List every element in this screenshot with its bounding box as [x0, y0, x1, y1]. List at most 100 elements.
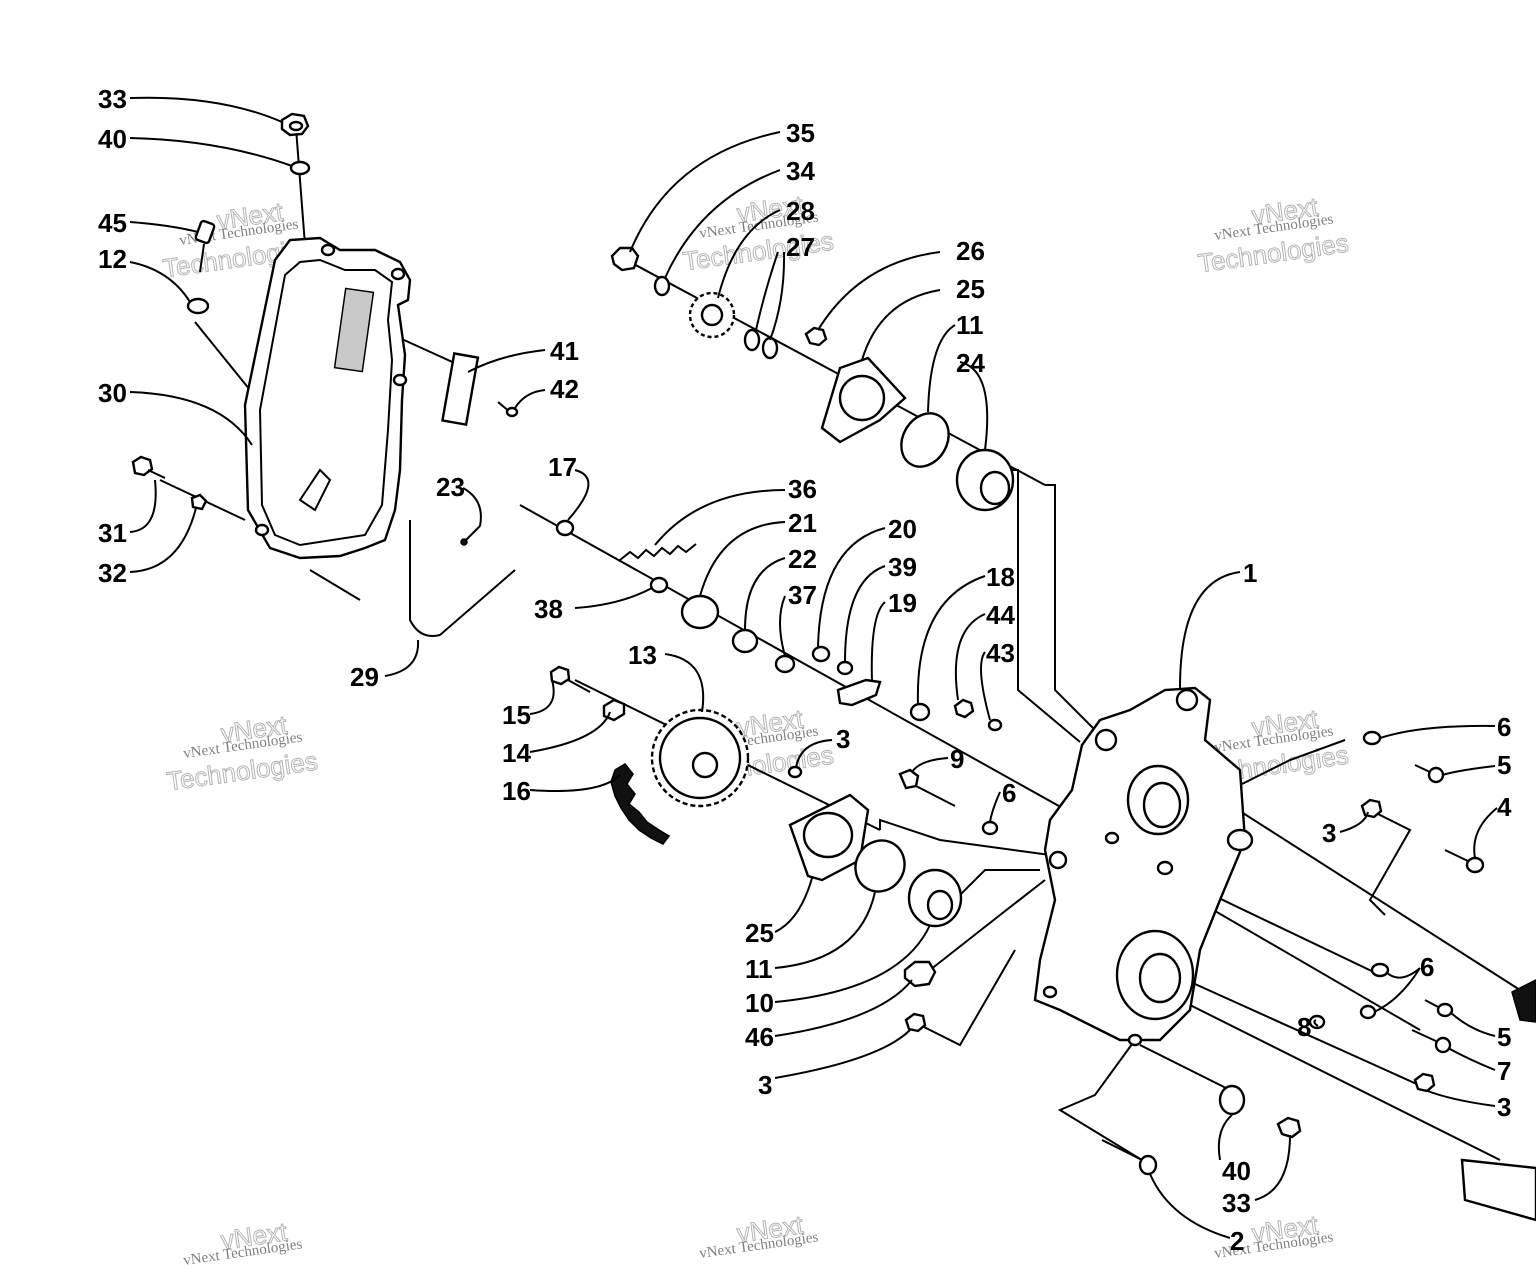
part-5-bolt-right-mid	[1424, 999, 1454, 1018]
part-41-plate	[441, 352, 480, 426]
leader-40-bottom	[1217, 1114, 1233, 1161]
callout-11: 11	[745, 954, 773, 984]
leader-41	[467, 349, 546, 373]
shaft-axis-lower-2	[879, 818, 1051, 856]
part-6-washer-right-mid-2	[1359, 1004, 1377, 1020]
leader-22	[744, 557, 786, 631]
part-40-washer	[289, 160, 311, 176]
callout-24: 24	[956, 348, 985, 378]
part-5-bolt-right-top	[1414, 764, 1445, 784]
callout-5: 5	[1497, 750, 1511, 780]
callout-15: 15	[502, 700, 531, 730]
callout-18: 18	[986, 562, 1015, 592]
leader-30	[129, 391, 253, 446]
part-9-stud	[898, 768, 956, 807]
part-37-washer	[774, 654, 796, 674]
leader-6-right-top	[1379, 724, 1496, 739]
plug-axis	[929, 879, 1046, 971]
leader-20	[817, 527, 886, 649]
part-44-nut	[953, 698, 975, 719]
part-20-nut	[811, 645, 831, 663]
callout-1: 1	[1243, 558, 1257, 588]
part-25-flange-lower	[788, 793, 870, 882]
watermark-bottom-center: vNext vNext Technologies	[698, 1209, 819, 1262]
callout-33: 33	[1222, 1188, 1251, 1218]
callout-28: 28	[786, 196, 815, 226]
leader-33-top	[129, 96, 283, 123]
callout-39: 39	[888, 552, 917, 582]
callout-9: 9	[950, 744, 964, 774]
callout-22: 22	[788, 544, 817, 574]
bolt-axis-6	[1239, 739, 1346, 786]
callout-41: 41	[550, 336, 579, 366]
part-output-shaft-lower	[1460, 1158, 1536, 1222]
part-3-nut-right-bottom	[1413, 1072, 1436, 1093]
part-43-washer	[987, 718, 1003, 732]
part-40-washer-bottom	[1218, 1084, 1246, 1116]
callout-labels: 33 40 45 12 30 31 32 35 34 28 27 26 25 1…	[98, 84, 1512, 1256]
part-7-bolt	[1411, 1029, 1452, 1054]
leader-26	[817, 251, 941, 331]
part-39-washer	[836, 660, 854, 676]
callout-3: 3	[1322, 818, 1336, 848]
leader-3-right-top	[1339, 811, 1369, 833]
callout-7: 7	[1497, 1056, 1511, 1086]
callout-19: 19	[888, 588, 917, 618]
callout-4: 4	[1497, 792, 1512, 822]
callout-3: 3	[836, 724, 850, 754]
part-42-screw	[497, 401, 519, 418]
part-34-washer	[653, 275, 671, 297]
callout-35: 35	[786, 118, 815, 148]
callout-32: 32	[98, 558, 127, 588]
part-1-gearcase-housing	[1033, 686, 1254, 1047]
leader-43	[980, 651, 991, 721]
leader-3-lower-left	[774, 1029, 911, 1079]
callout-36: 36	[788, 474, 817, 504]
leader-25-top	[861, 289, 941, 361]
callout-46: 46	[745, 1022, 774, 1052]
part-32-clip	[190, 493, 208, 511]
callout-14: 14	[502, 738, 531, 768]
leader-27a	[755, 251, 779, 331]
leader-11-bottom	[774, 891, 876, 969]
axis-line	[295, 127, 306, 246]
leader-13	[664, 653, 705, 713]
part-6-washer-center	[981, 820, 999, 836]
part-27-washer-b	[761, 336, 779, 360]
part-26-nut	[804, 326, 828, 347]
leader-5-right-mid	[1449, 1011, 1496, 1037]
leader-4	[1473, 807, 1498, 859]
part-31-bolt	[131, 455, 166, 479]
callout-40: 40	[98, 124, 127, 154]
bolt-axis-right-3	[1174, 974, 1431, 1091]
part-33-cap-nut	[280, 112, 310, 137]
leader-31	[129, 479, 157, 533]
part-35-nut	[610, 246, 640, 272]
leader-42	[514, 389, 546, 409]
leader-6-right-mid-b	[1373, 967, 1421, 1013]
watermark-top-center: vNext vNext Technologies Technologies	[681, 189, 836, 277]
leader-11-top	[927, 324, 956, 413]
callout-37: 37	[788, 580, 817, 610]
part-16-chain	[610, 763, 671, 845]
callout-13: 13	[628, 640, 657, 670]
bolt-axis-40	[1139, 1044, 1241, 1096]
leader-27b	[769, 251, 786, 341]
callout-33: 33	[98, 84, 127, 114]
callout-12: 12	[98, 244, 127, 274]
axis-line	[194, 321, 251, 391]
part-6-washer-right-mid	[1370, 962, 1390, 978]
leader-34	[664, 169, 781, 279]
leader-44	[954, 613, 986, 701]
leader-6-center	[989, 791, 1001, 823]
callout-29: 29	[350, 662, 379, 692]
part-24-bearing	[955, 448, 1015, 512]
callout-6: 6	[1002, 778, 1016, 808]
leader-3-right-bottom	[1424, 1089, 1496, 1107]
callout-23: 23	[436, 472, 465, 502]
callout-16: 16	[502, 776, 531, 806]
part-15-bolt	[549, 665, 591, 693]
bolt-axis-2	[1057, 1039, 1151, 1166]
watermark-mid-left: vNext vNext Technologies Technologies	[165, 709, 320, 797]
callout-11: 11	[956, 310, 984, 340]
